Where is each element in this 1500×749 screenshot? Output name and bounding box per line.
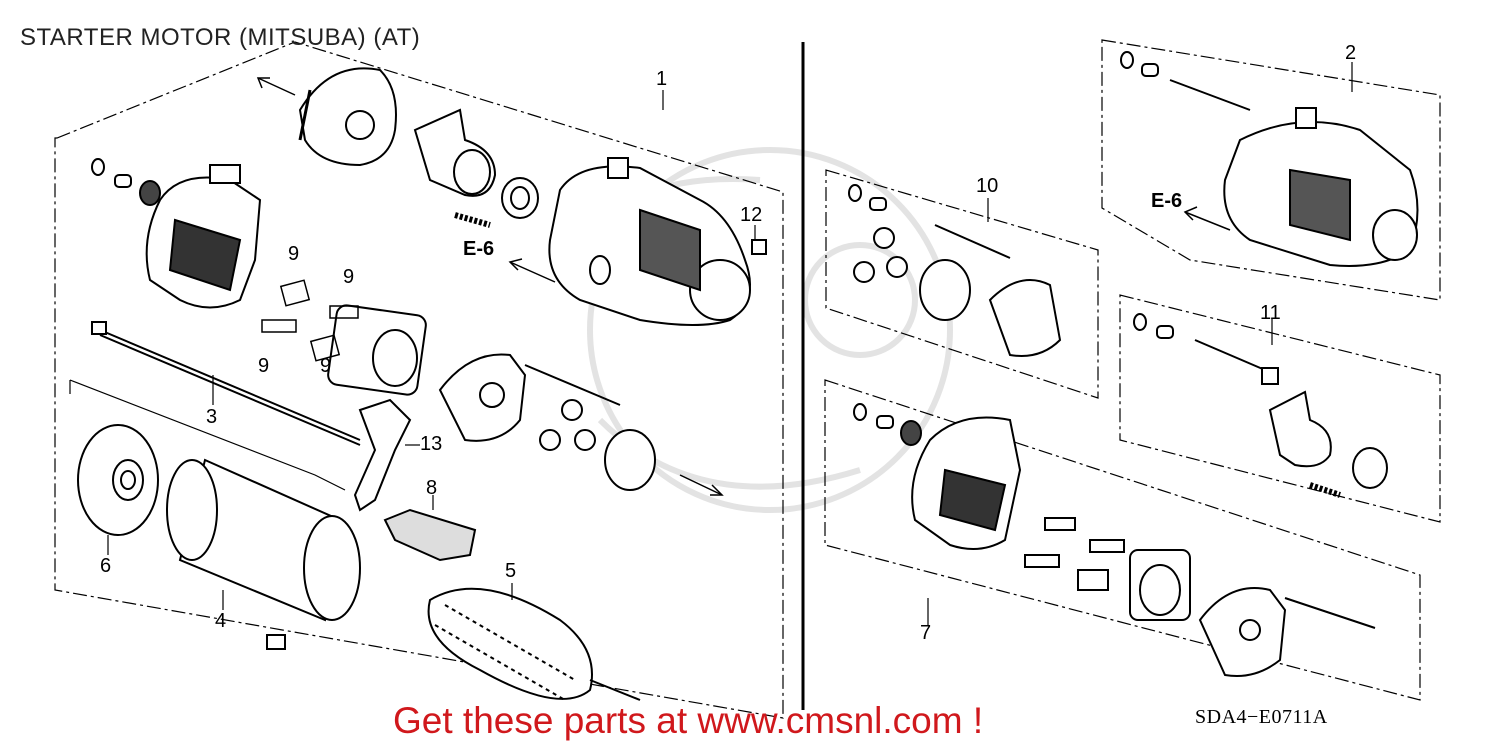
callout-10: 10 <box>976 175 999 197</box>
brush-set-9 <box>261 279 359 362</box>
callout-6: 6 <box>100 555 112 577</box>
diagram-title: STARTER MOTOR (MITSUBA) (AT) <box>20 24 421 51</box>
callout-8: 8 <box>426 477 438 499</box>
yoke-4 <box>166 458 361 650</box>
callout-4: 4 <box>215 610 227 632</box>
brush-holder <box>145 164 262 309</box>
group-outline-11 <box>1119 294 1441 523</box>
armature-5 <box>427 587 641 701</box>
drive-end-cover <box>298 67 397 167</box>
planetary-set-10 <box>848 184 1062 357</box>
planetary-gears <box>327 304 656 491</box>
group-outline-main <box>54 41 784 719</box>
callout-9d: 9 <box>320 355 332 377</box>
ref-e6-left[interactable]: E-6 <box>463 238 495 260</box>
group-outline-10 <box>825 169 1099 399</box>
nut-part-12 <box>751 239 767 255</box>
callout-2: 2 <box>1345 42 1357 64</box>
end-plate-6 <box>77 424 159 536</box>
callout-9a: 9 <box>288 243 300 265</box>
small-washers <box>91 158 161 206</box>
diagram-code: SDA4−E0711A <box>1195 706 1328 728</box>
pinion-set-11 <box>1133 313 1388 498</box>
callout-7: 7 <box>920 622 932 644</box>
thru-bolt-3 <box>91 321 361 446</box>
brush-holder-set-7 <box>853 403 1376 677</box>
promo-link[interactable]: Get these parts at www.cmsnl.com ! <box>393 700 984 741</box>
solenoid-housing <box>548 157 751 326</box>
callout-13: 13 <box>420 433 443 455</box>
callout-3: 3 <box>206 406 218 428</box>
bracket-13 <box>353 398 412 512</box>
cover-8 <box>383 508 477 562</box>
group-outline-sub <box>69 379 346 491</box>
pinion-gear <box>413 108 539 228</box>
callout-9b: 9 <box>343 266 355 288</box>
starter-assembly-2 <box>1120 51 1419 267</box>
group-outline-2 <box>1101 39 1441 301</box>
ref-e6-right[interactable]: E-6 <box>1151 190 1183 212</box>
leader-lines <box>107 62 1353 625</box>
direction-arrows <box>256 77 1231 496</box>
callout-12: 12 <box>740 204 763 226</box>
callout-5: 5 <box>505 560 517 582</box>
group-outline-7 <box>824 379 1421 701</box>
callout-1: 1 <box>656 68 668 90</box>
callout-11: 11 <box>1260 302 1281 324</box>
callout-9c: 9 <box>258 355 270 377</box>
